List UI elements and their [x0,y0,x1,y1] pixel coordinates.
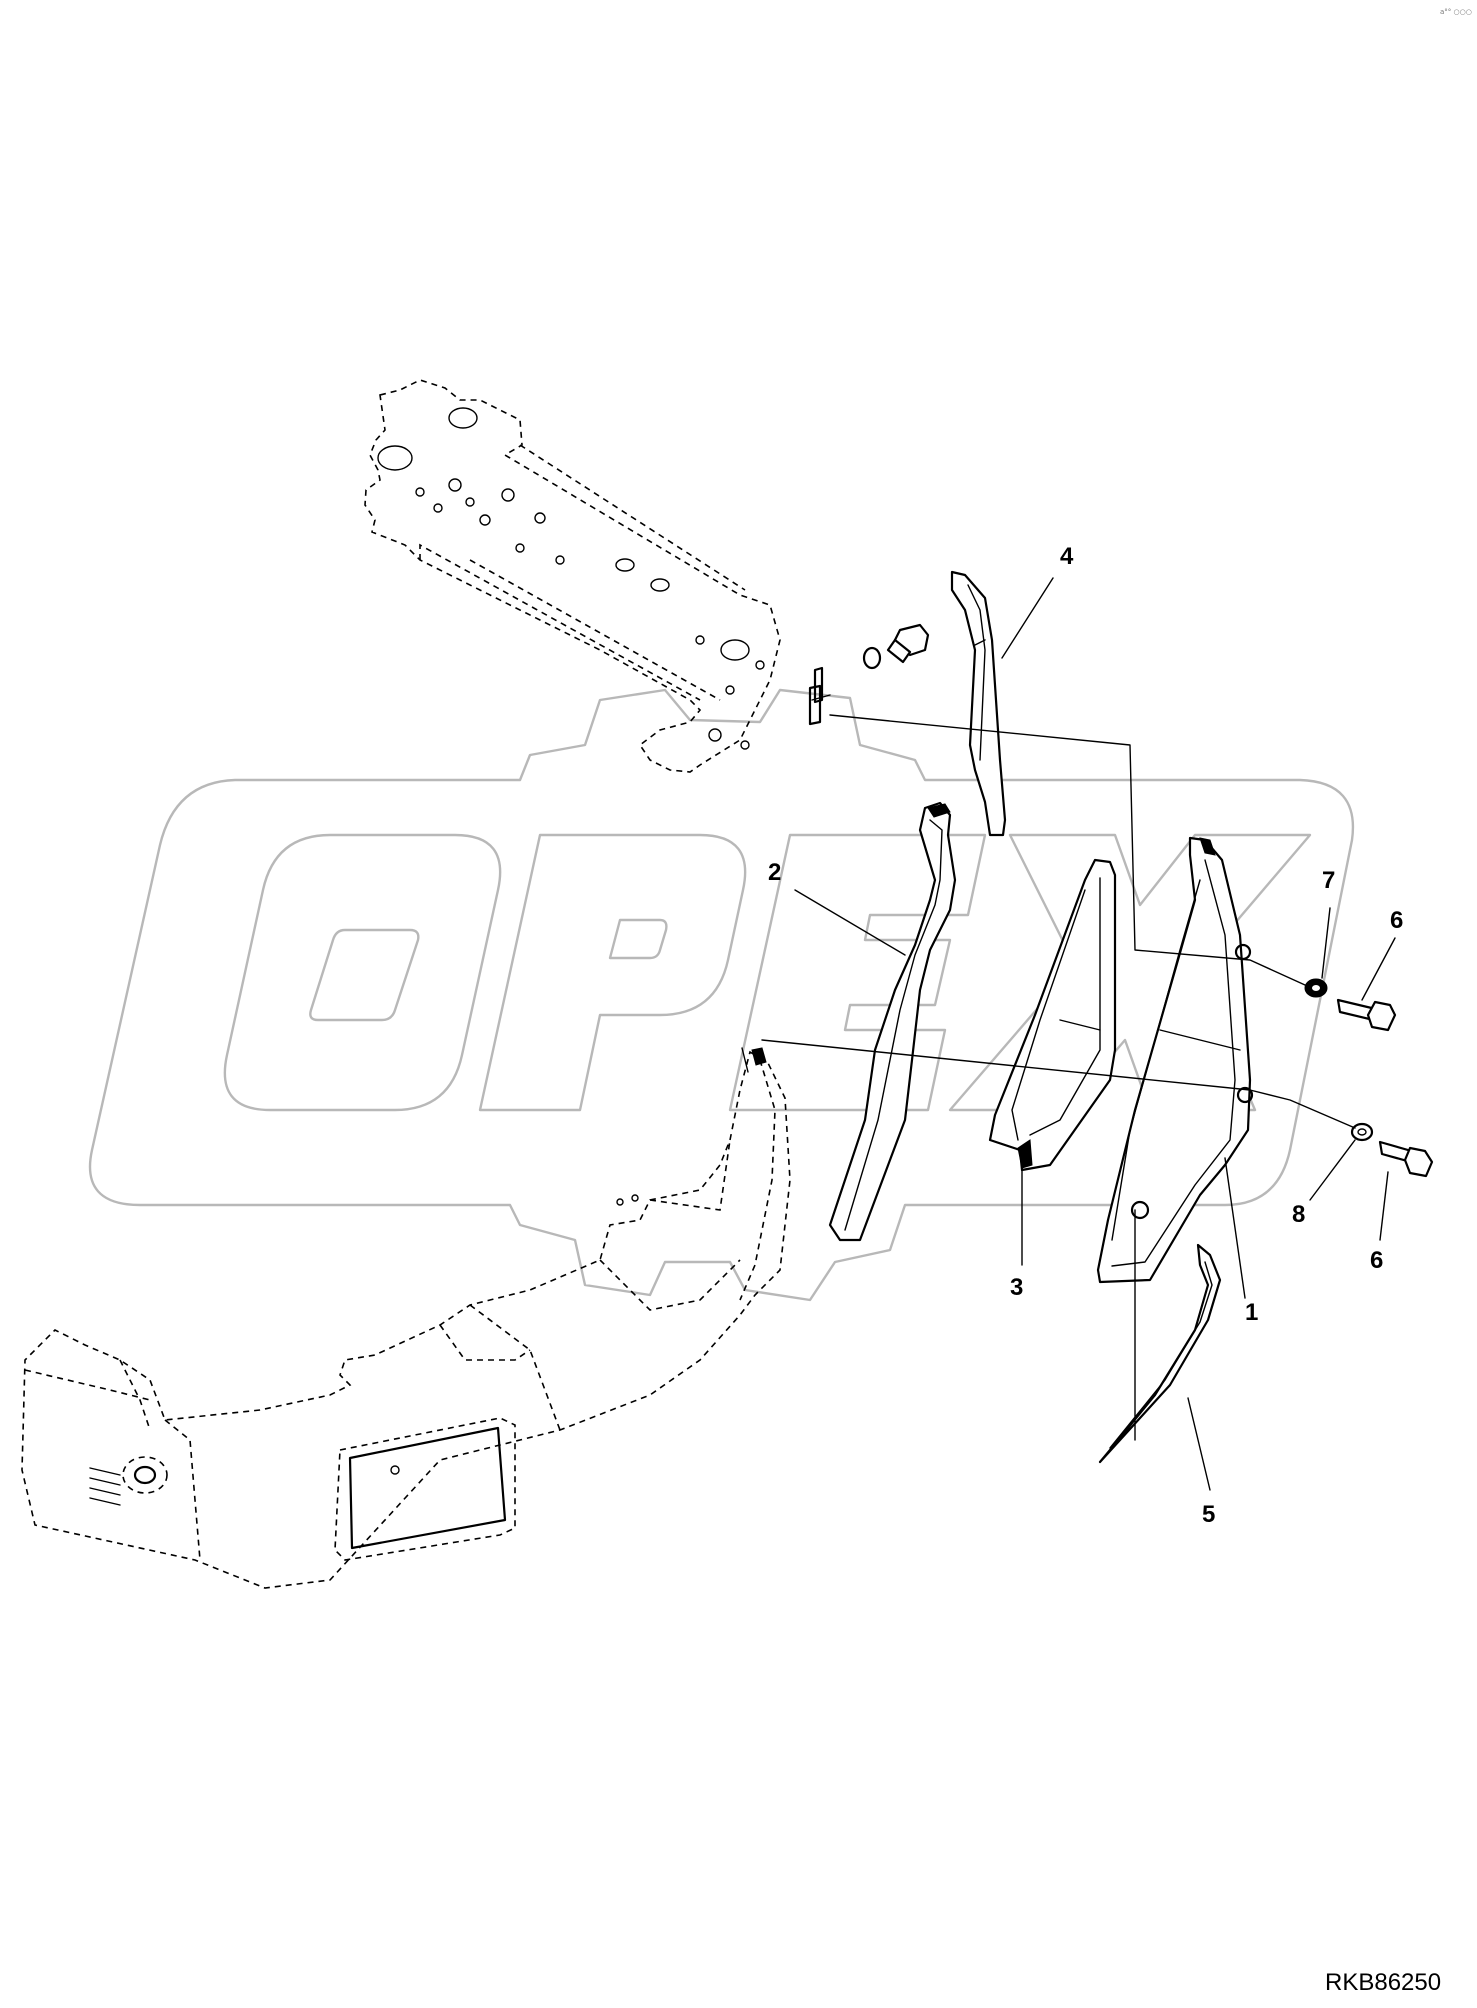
frame-mounting-bolt [862,623,930,670]
front-bumper-assembly [21,1047,791,1589]
assembly-lines [761,714,1356,1441]
part-6-bolt-lower [1378,1140,1434,1178]
watermark-gear-outline [88,688,1355,1302]
leader-lines [794,577,1396,1491]
part-5-trim-strip [1098,1243,1222,1464]
callout-6-upper: 6 [1390,907,1403,934]
callout-7: 7 [1322,867,1335,894]
callout-4: 4 [1060,543,1074,570]
callout-1: 1 [1245,1299,1258,1326]
watermark-logo [88,688,1355,1302]
frame-bracket-clip [808,666,831,726]
part-8-washer [1350,1122,1374,1142]
watermark-letter-x [948,833,1312,1112]
drawing-code: RKB86250 [1325,1969,1441,1996]
part-2-side-strip [828,801,957,1242]
front-frame-rail [364,379,781,773]
watermark-letter-o [223,833,502,1112]
callout-8: 8 [1292,1201,1305,1228]
part-4-side-panel [950,570,1007,837]
callout-6-lower: 6 [1370,1247,1383,1274]
part-1-outer-grille [1096,836,1254,1284]
corner-mark: a°° ○○○ [1440,8,1472,16]
callout-5: 5 [1202,1501,1215,1528]
watermark-letter-e [728,833,987,1112]
watermark-letter-p [478,833,747,1112]
part-6-bolt-upper [1336,998,1397,1032]
callout-3: 3 [1010,1274,1023,1301]
part-3-inner-grille [988,858,1117,1172]
part-7-washer [1304,978,1328,998]
callout-labels: 4 2 7 6 3 1 8 6 5 [768,543,1403,1528]
callout-2: 2 [768,859,781,886]
